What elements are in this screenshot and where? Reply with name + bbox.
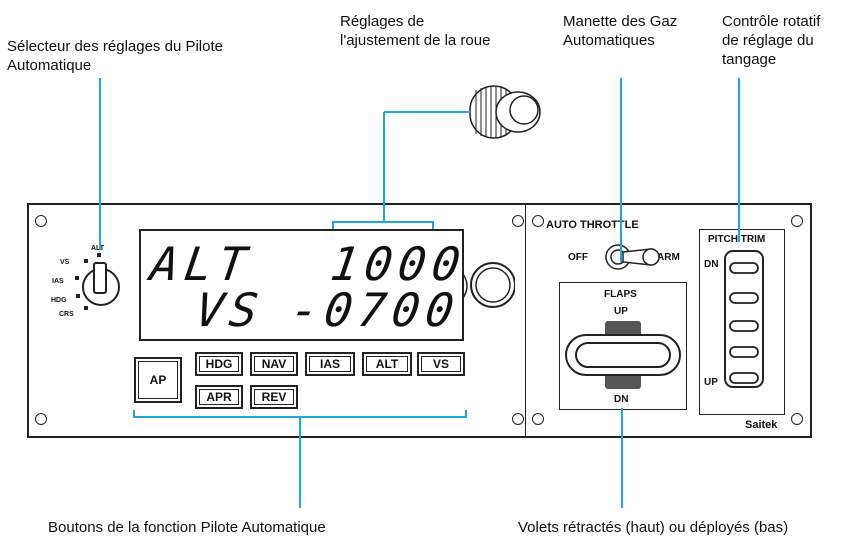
screw-icon [35, 413, 47, 425]
callout-wheel: Réglages de l'ajustement de la roue [340, 12, 490, 50]
display-row1-value: 1000 [327, 237, 470, 291]
callout-wheel-line2: l'ajustement de la roue [340, 32, 491, 49]
callout-pitch: Contrôle rotatif de réglage du tangage [722, 12, 820, 69]
callout-flaps: Volets rétractés (haut) ou déployés (bas… [518, 519, 789, 536]
adjust-wheel-knob[interactable] [459, 250, 515, 320]
auto-throttle-title: AUTO THROTTLE [546, 219, 639, 231]
wheel-knob-illustration [469, 85, 541, 139]
autopilot-panel: ALT VS IAS HDG CRS ALT 1000 VS -0700 AP … [27, 203, 812, 438]
auto-throttle-toggle[interactable] [601, 241, 663, 275]
screw-icon [791, 413, 803, 425]
callout-pitch-line2: de réglage du [722, 32, 814, 49]
callout-pitch-line1: Contrôle rotatif [722, 13, 821, 30]
selector-label-crs: CRS [59, 311, 74, 318]
brand-logo: Saitek [745, 419, 778, 431]
alt-button[interactable]: ALT [362, 352, 412, 376]
flaps-up-label: UP [614, 306, 628, 317]
screw-icon [512, 215, 524, 227]
screw-icon [791, 215, 803, 227]
flaps-box [559, 282, 687, 410]
mode-selector-knob[interactable] [69, 249, 129, 319]
rev-button[interactable]: REV [250, 385, 298, 409]
ias-button[interactable]: IAS [305, 352, 355, 376]
pitch-trim-title: PITCH TRIM [708, 234, 766, 245]
callout-selector-line1: Sélecteur des réglages du Pilote [7, 38, 223, 55]
display-row2-value: -0700 [287, 283, 464, 337]
flaps-lever[interactable] [562, 317, 684, 393]
flaps-dn-label: DN [614, 394, 629, 405]
callout-throttle-line2: Automatiques [563, 32, 655, 49]
callout-pitch-line3: tangage [722, 51, 777, 68]
callout-wheel-line1: Réglages de [340, 13, 425, 30]
screw-icon [532, 413, 544, 425]
callout-selector-line2: Automatique [7, 57, 92, 74]
pitch-trim-dn-label: DN [704, 259, 719, 270]
display-row1-label: ALT [147, 237, 256, 291]
selector-label-ias: IAS [52, 278, 64, 285]
screw-icon [512, 413, 524, 425]
display-row2-label: VS [192, 283, 268, 337]
panel-divider [525, 205, 526, 436]
auto-throttle-arm-label: ARM [657, 252, 680, 263]
apr-button[interactable]: APR [195, 385, 243, 409]
callout-buttons: Boutons de la fonction Pilote Automatiqu… [48, 519, 326, 536]
hdg-button[interactable]: HDG [195, 352, 243, 376]
vs-button[interactable]: VS [417, 352, 465, 376]
selector-label-hdg: HDG [51, 297, 67, 304]
selector-label-alt: ALT [91, 245, 105, 252]
pitch-trim-up-label: UP [704, 377, 718, 388]
pitch-trim-wheel[interactable] [723, 249, 765, 389]
nav-button[interactable]: NAV [250, 352, 298, 376]
lcd-display: ALT 1000 VS -0700 [139, 229, 470, 341]
selector-label-vs: VS [60, 259, 70, 266]
callout-selector: Sélecteur des réglages du Pilote Automat… [7, 37, 223, 75]
screw-icon [35, 215, 47, 227]
screw-icon [532, 215, 544, 227]
pitch-trim-box [699, 229, 785, 415]
flaps-title: FLAPS [604, 289, 637, 300]
auto-throttle-off-label: OFF [568, 252, 588, 263]
ap-button[interactable]: AP [134, 357, 182, 403]
callout-throttle-line1: Manette des Gaz [563, 13, 678, 30]
callout-throttle: Manette des Gaz Automatiques [563, 12, 677, 50]
